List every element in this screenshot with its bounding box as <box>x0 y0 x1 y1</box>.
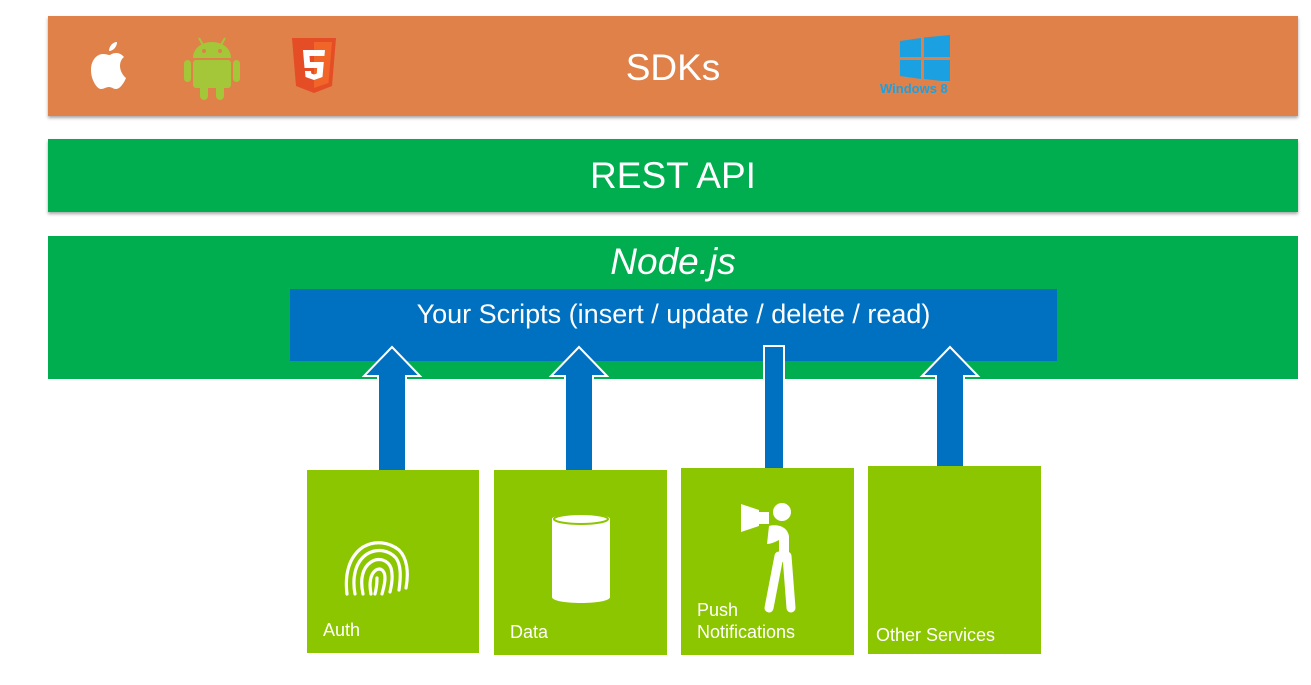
auth-tile: Auth <box>307 470 479 653</box>
push-label-line1: Push <box>697 600 739 620</box>
data-label: Data <box>510 622 549 642</box>
sdk-title: SDKs <box>625 47 721 88</box>
database-icon <box>552 510 610 606</box>
apple-icon <box>90 38 130 90</box>
rest-api-layer: REST API <box>48 139 1298 212</box>
sdk-layer: SDKs Windows 8 <box>48 16 1298 116</box>
other-services-label: Other Services <box>876 625 996 645</box>
other-services-tile: Other Services <box>868 466 1041 654</box>
html5-icon <box>290 38 338 94</box>
push-notifications-tile: Push Notifications <box>681 468 854 655</box>
nodejs-title: Node.js <box>610 241 736 282</box>
auth-label: Auth <box>323 620 361 640</box>
windows-label: Windows 8 <box>880 81 948 96</box>
android-icon <box>184 36 240 100</box>
push-label-line2: Notifications <box>697 622 796 642</box>
rest-api-title: REST API <box>590 155 756 196</box>
megaphone-person-icon <box>739 496 799 614</box>
scripts-layer: Your Scripts (insert / update / delete /… <box>290 289 1057 361</box>
fingerprint-icon <box>343 538 409 598</box>
data-tile: Data <box>494 470 667 655</box>
windows-logo: Windows 8 <box>878 35 978 96</box>
push-notifications-label: Push Notifications <box>697 599 795 643</box>
scripts-title: Your Scripts (insert / update / delete /… <box>416 299 931 329</box>
windows-icon <box>900 35 978 81</box>
